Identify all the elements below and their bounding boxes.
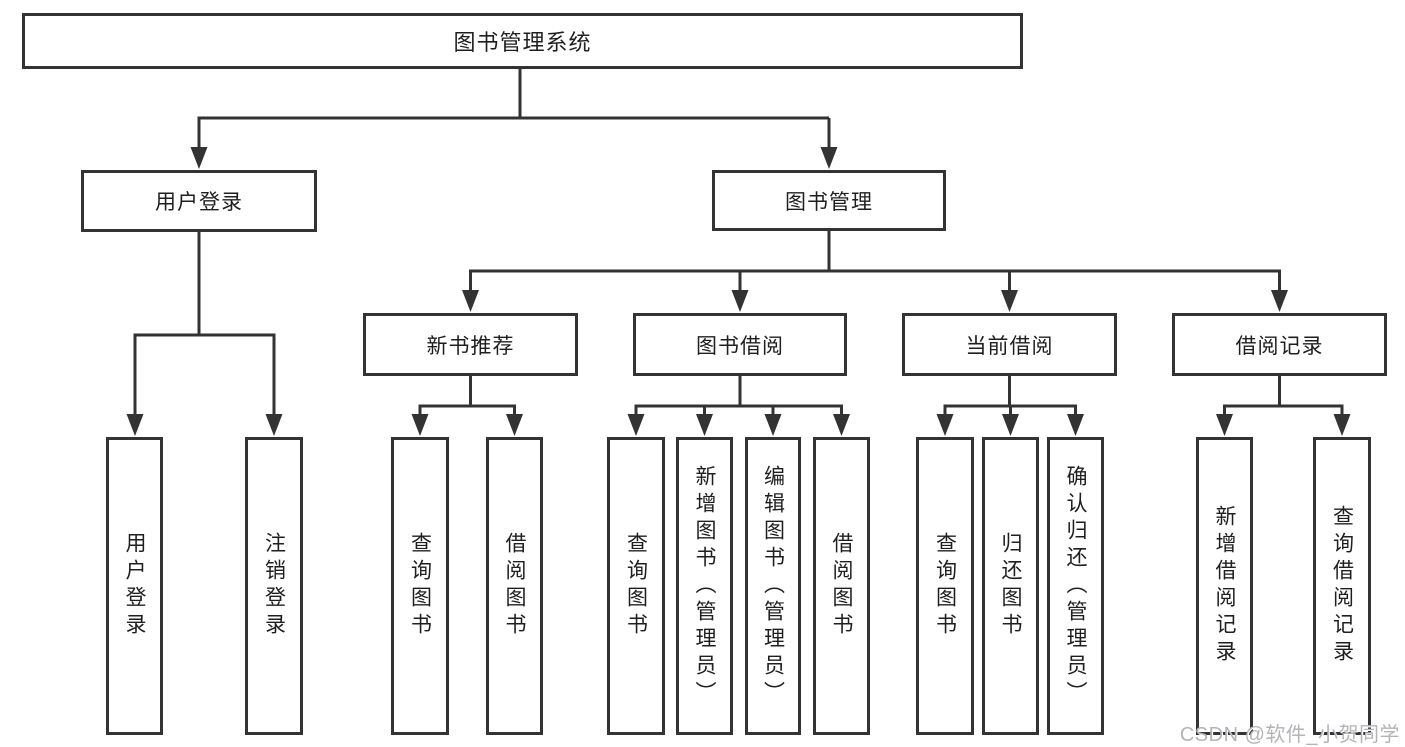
leaf-cb-query-books: 查询图书 bbox=[916, 437, 974, 735]
node-library-management-system: 图书管理系统 bbox=[22, 13, 1023, 69]
connector-root-to-level2 bbox=[197, 69, 831, 150]
arrowhead-nb-borrow bbox=[506, 414, 523, 436]
leaf-br-query-record: 查询借阅记录 bbox=[1313, 437, 1371, 735]
connector-current-borrow-branch bbox=[943, 376, 1077, 420]
leaf-logout: 注销登录 bbox=[245, 437, 303, 735]
leaf-nb-query-books: 查询图书 bbox=[391, 437, 449, 735]
arrowhead-bb-add bbox=[696, 414, 713, 436]
leaf-user-login: 用户登录 bbox=[106, 437, 163, 735]
arrowhead-logout-leaf bbox=[265, 414, 283, 436]
arrowhead-new-books bbox=[462, 290, 479, 312]
leaf-cb-confirm-return-admin: 确认归还（管理员） bbox=[1047, 437, 1104, 735]
connector-book-borrow-branch bbox=[634, 376, 843, 420]
arrowhead-borrow-records bbox=[1271, 290, 1288, 312]
connector-user-login-branch bbox=[133, 232, 276, 418]
arrowhead-br-add bbox=[1216, 414, 1233, 436]
csdn-watermark: CSDN @软件_小贺同学 bbox=[1179, 724, 1400, 746]
arrowhead-bb-borrow bbox=[833, 414, 850, 436]
arrowhead-bb-query bbox=[627, 414, 645, 436]
leaf-bb-add-books-admin: 新增图书（管理员） bbox=[676, 437, 733, 735]
leaf-cb-return-books: 归还图书 bbox=[982, 437, 1039, 735]
node-new-book-recommend: 新书推荐 bbox=[363, 313, 578, 376]
node-current-borrowing: 当前借阅 bbox=[902, 313, 1117, 376]
arrowhead-current-borrow bbox=[1001, 290, 1018, 312]
arrowhead-cb-return bbox=[1002, 414, 1019, 436]
arrowhead-book-management bbox=[820, 147, 838, 169]
arrowhead-cb-query bbox=[936, 414, 954, 436]
leaf-nb-borrow-books: 借阅图书 bbox=[486, 437, 543, 735]
node-user-login: 用户登录 bbox=[81, 170, 317, 232]
arrowhead-nb-query bbox=[411, 414, 429, 436]
arrowhead-user-login bbox=[190, 147, 208, 169]
node-book-management: 图书管理 bbox=[712, 170, 946, 231]
leaf-bb-query-books: 查询图书 bbox=[607, 437, 665, 735]
arrowhead-bb-edit bbox=[764, 414, 782, 436]
leaf-br-add-record: 新增借阅记录 bbox=[1196, 437, 1253, 735]
connector-book-management-branch bbox=[469, 231, 1281, 294]
arrowhead-user-login-leaf bbox=[126, 414, 144, 436]
leaf-bb-borrow-books: 借阅图书 bbox=[813, 437, 870, 735]
arrowhead-br-query bbox=[1333, 414, 1351, 436]
node-book-borrowing: 图书借阅 bbox=[633, 313, 847, 376]
leaf-bb-edit-books-admin: 编辑图书（管理员） bbox=[745, 437, 801, 735]
connector-new-books-branch bbox=[418, 376, 516, 420]
connector-borrow-records-branch bbox=[1223, 376, 1344, 420]
arrowhead-book-borrow bbox=[731, 290, 749, 312]
node-borrow-records: 借阅记录 bbox=[1172, 313, 1387, 376]
arrowhead-cb-confirm bbox=[1067, 414, 1084, 436]
